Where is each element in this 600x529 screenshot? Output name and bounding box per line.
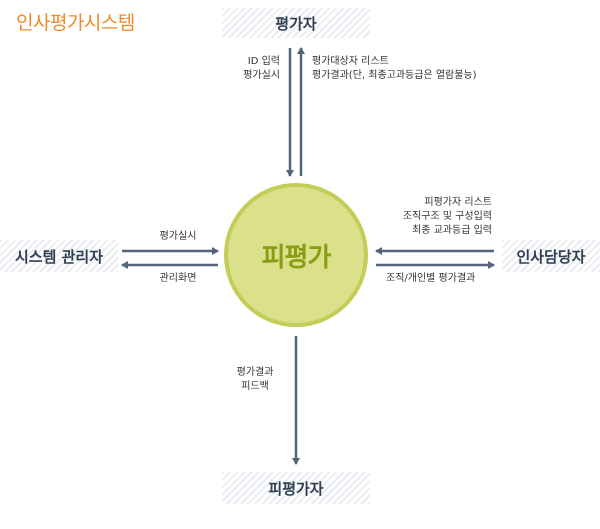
flow-label-bottom: 평가결과 피드백 bbox=[236, 367, 274, 392]
actor-evaluator: 평가자 bbox=[222, 8, 370, 38]
actor-system-admin: 시스템 관리자 bbox=[0, 240, 118, 272]
flow-label-right-out: 조직/개인별 평가결과 bbox=[386, 273, 476, 284]
flow-label-left-in: 평가실시 bbox=[159, 231, 197, 242]
actor-evaluatee: 피평가자 bbox=[222, 472, 370, 504]
flow-label-right-in: 피평가자 리스트 조직구조 및 구성입력 최종 교과등급 입력 bbox=[402, 197, 492, 236]
center-label: 피평가 bbox=[261, 242, 332, 273]
actor-hr-manager: 인사담당자 bbox=[502, 240, 600, 272]
flow-label-top-down: ID 입력 평가실시 bbox=[243, 56, 280, 81]
center-process-circle: 피평가 bbox=[224, 183, 368, 327]
flow-label-left-out: 관리화면 bbox=[159, 273, 197, 284]
flow-label-top-up: 평가대상자 리스트 평가결과(단, 최종고과등급은 열람불능) bbox=[312, 56, 477, 81]
page-title: 인사평가시스템 bbox=[16, 12, 135, 34]
